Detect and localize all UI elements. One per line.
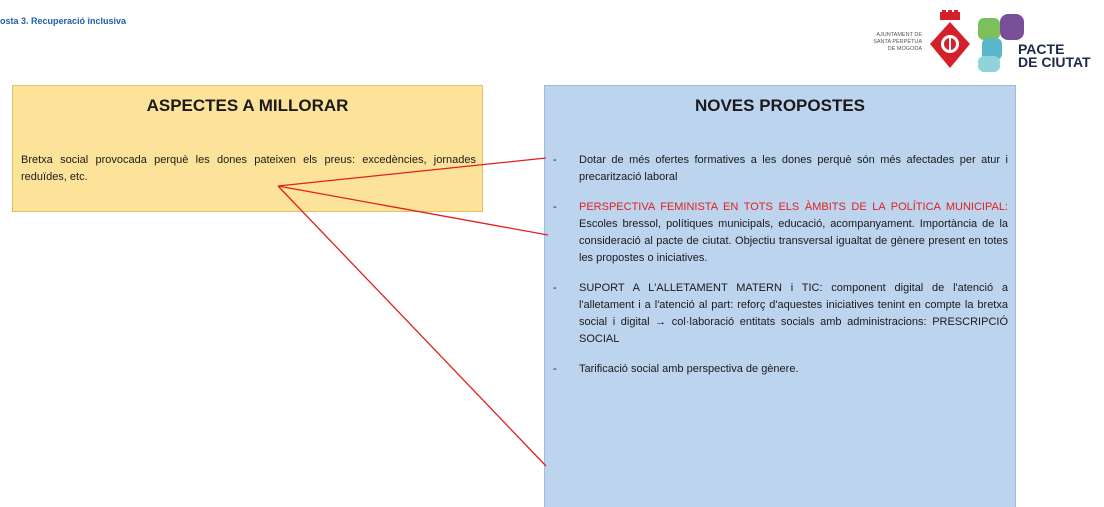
proposal-text: Dotar de més ofertes formatives a les do… xyxy=(579,154,1008,183)
proposals-title: NOVES PROPOSTES xyxy=(694,96,866,115)
proposal-text: Escoles bressol, polítiques municipals, … xyxy=(579,218,1008,264)
ajuntament-name: AJUNTAMENT DE SANTA PERPÈTUA DE MOGODA xyxy=(840,32,922,53)
ajuntament-line-2: SANTA PERPÈTUA xyxy=(873,39,922,45)
proposals-list: - Dotar de més ofertes formatives a les … xyxy=(553,152,1008,391)
bullet-dash: - xyxy=(553,363,557,375)
ajuntament-crest-icon xyxy=(930,10,970,68)
pacte-line-1: PACTE xyxy=(1018,41,1065,57)
pacte-de-ciutat-wordmark: PACTE DE CIUTAT xyxy=(1018,41,1091,70)
aspects-title: ASPECTES A MILLORAR xyxy=(146,96,349,115)
bullet-dash: - xyxy=(553,154,557,166)
new-proposals-box: NOVES PROPOSTES - Dotar de més ofertes f… xyxy=(544,85,1016,507)
pacte-de-ciutat-logo-icon xyxy=(978,14,1024,72)
logos-area: AJUNTAMENT DE SANTA PERPÈTUA DE MOGODA P… xyxy=(840,8,1102,78)
pacte-line-2: DE CIUTAT xyxy=(1018,54,1091,70)
ajuntament-line-1: AJUNTAMENT DE xyxy=(876,32,922,38)
proposal-text: Tarificació social amb perspectiva de gè… xyxy=(579,363,799,375)
proposal-highlight: PERSPECTIVA FEMINISTA EN TOTS ELS ÀMBITS… xyxy=(579,201,1008,213)
ajuntament-line-3: DE MOGODA xyxy=(887,46,922,52)
proposal-item: - Tarificació social amb perspectiva de … xyxy=(553,361,1008,378)
bullet-dash: - xyxy=(553,282,557,294)
proposal-text: SUPORT A L'ALLETAMENT MATERN i TIC: comp… xyxy=(579,282,1008,345)
aspects-to-improve-box: ASPECTES A MILLORAR Bretxa social provoc… xyxy=(12,85,483,212)
bullet-dash: - xyxy=(553,201,557,213)
slide-title: osta 3. Recuperació inclusiva xyxy=(0,16,127,26)
proposal-item: - PERSPECTIVA FEMINISTA EN TOTS ELS ÀMBI… xyxy=(553,199,1008,267)
proposal-item: - SUPORT A L'ALLETAMENT MATERN i TIC: co… xyxy=(553,280,1008,348)
aspects-body: Bretxa social provocada perquè les dones… xyxy=(21,154,476,183)
connector-line-3 xyxy=(277,185,547,467)
proposal-item: - Dotar de més ofertes formatives a les … xyxy=(553,152,1008,186)
